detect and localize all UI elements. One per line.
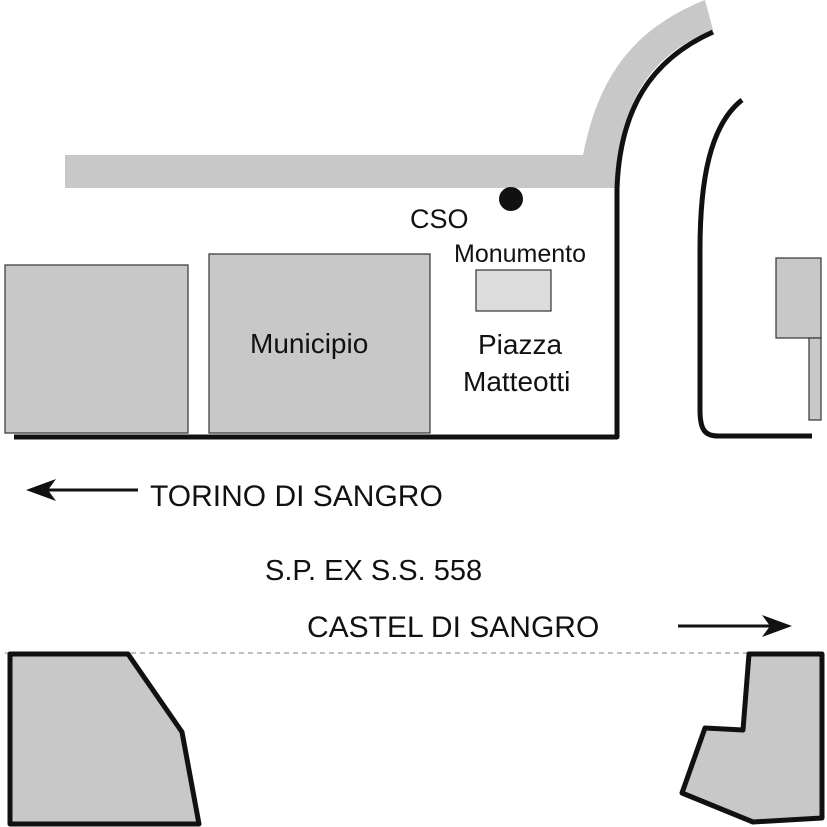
monumento-label: Monumento: [454, 240, 586, 268]
building-right-small: [775, 257, 822, 339]
arrow-left-icon: [26, 479, 138, 501]
arrow-right-icon: [678, 615, 792, 637]
building-left: [4, 264, 189, 434]
cso-label: CSO: [410, 204, 469, 234]
piazza-label-line2: Matteotti: [463, 366, 570, 397]
cso-marker-icon: [499, 187, 523, 211]
direction-west-label: TORINO DI SANGRO: [150, 480, 443, 513]
block-outline-right: [697, 98, 812, 439]
building-bottom-right: [679, 651, 825, 825]
direction-east-label: CASTEL DI SANGRO: [307, 611, 599, 644]
road-name-label: S.P. EX S.S. 558: [265, 555, 482, 587]
building-right-strip: [808, 337, 822, 421]
municipio-building: [208, 253, 431, 434]
municipio-label: Municipio: [250, 328, 368, 359]
block-outline-upper: [14, 29, 715, 440]
building-bottom-left: [7, 651, 202, 827]
piazza-label-line1: Piazza: [478, 329, 562, 360]
upper-road: [65, 0, 713, 188]
monument-shape: [475, 269, 552, 312]
